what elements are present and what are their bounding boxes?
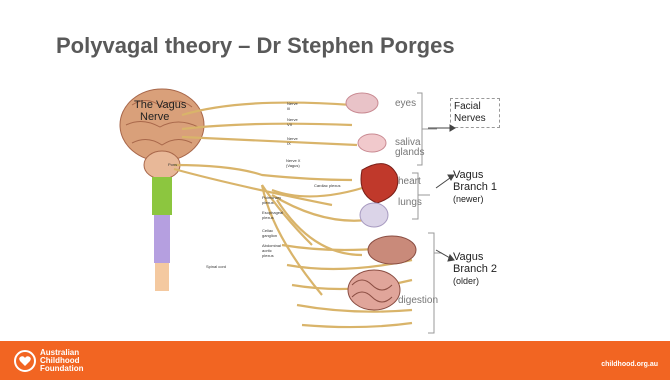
eyes-label: eyes <box>395 98 416 109</box>
stomach-illustration <box>368 236 416 264</box>
lungs-label: lungs <box>398 197 422 208</box>
celiac-ganglion-label: Celiac ganglion <box>262 228 277 238</box>
vagus-nerve-label-line1: The Vagus <box>134 99 186 111</box>
pulmonary-plexus-label: Pulmonary plexus <box>262 195 281 205</box>
group-arrows <box>420 100 460 270</box>
intestines-illustration <box>348 270 400 310</box>
eye-illustration <box>346 93 378 113</box>
heart-label: heart <box>398 176 421 187</box>
slide-title: Polyvagal theory – Dr Stephen Porges <box>56 33 455 59</box>
abdominal-plexus-label: Abdominal aortic plexus <box>262 243 281 258</box>
foundation-name: Australian Childhood Foundation <box>40 349 84 373</box>
facial-nerves-line2: Nerves <box>454 113 496 125</box>
digestion-label: digestion <box>398 295 438 306</box>
nerve-vii-label: Nerve VII <box>287 117 298 127</box>
footer-bar: Australian Childhood Foundation childhoo… <box>0 341 670 380</box>
nerve-x-label: Nerve X (Vagus) <box>286 158 300 168</box>
spine-cervical <box>152 177 172 215</box>
gland-illustration <box>358 134 386 152</box>
heart-illustration <box>361 164 398 203</box>
vagus-nerve-label: The Vagus Nerve <box>134 99 186 123</box>
pons-label: Pons <box>168 162 177 167</box>
foundation-logo-icon <box>14 350 36 372</box>
facial-nerves-line1: Facial <box>454 101 496 113</box>
spine-thoracic <box>154 215 170 263</box>
nerve-iii-label: Nerve III <box>287 101 298 111</box>
spinal-cord-label: Spinal cord <box>206 264 226 269</box>
cardiac-plexus-label: Cardiac plexus <box>314 183 340 188</box>
esophageal-plexus-label: Esophageal plexus <box>262 210 283 220</box>
vagus-nerve-label-line2: Nerve <box>134 111 186 123</box>
nerve-ix-label: Nerve IX <box>287 136 298 146</box>
lungs-illustration <box>360 203 388 227</box>
footer-url: childhood.org.au <box>601 361 658 368</box>
spine-lumbar <box>155 263 169 291</box>
